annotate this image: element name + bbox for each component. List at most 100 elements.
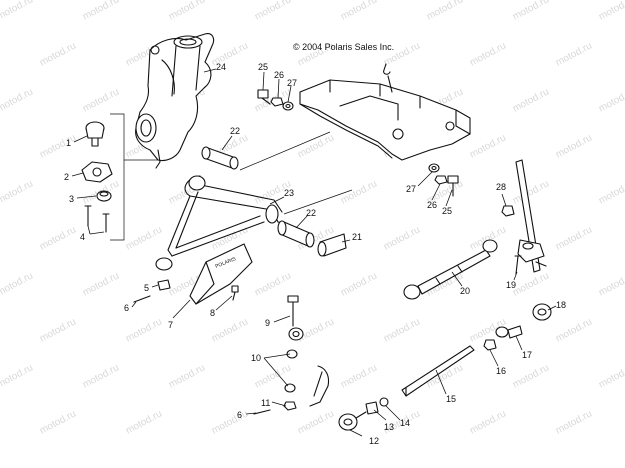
cotter-pin-upper bbox=[133, 295, 151, 303]
callout-6-lower: 6 bbox=[237, 410, 242, 420]
watermark-text: motod.ru bbox=[253, 0, 293, 23]
watermark-text: motod.ru bbox=[38, 408, 78, 436]
watermark-text: motod.ru bbox=[554, 40, 594, 68]
a-arm-bushing-lower bbox=[277, 220, 315, 248]
strut-bolt bbox=[287, 295, 299, 327]
a-arm-guard: POLARIS bbox=[189, 243, 253, 305]
callout-4: 4 bbox=[80, 232, 85, 242]
steering-rod bbox=[403, 239, 498, 300]
castle-nut bbox=[157, 279, 171, 291]
frame-bolt-lower bbox=[447, 175, 459, 197]
watermark-text: motod.ru bbox=[81, 362, 121, 390]
cotter-pin-lower bbox=[253, 409, 271, 415]
watermark-text: motod.ru bbox=[511, 0, 551, 23]
watermark-text: motod.ru bbox=[296, 132, 336, 160]
frame-washer-lower bbox=[428, 163, 440, 173]
callout-8: 8 bbox=[210, 308, 215, 318]
a-arm bbox=[155, 131, 353, 271]
watermark-text: motod.ru bbox=[38, 316, 78, 344]
callout-11: 11 bbox=[261, 398, 270, 408]
watermark-text: motod.ru bbox=[554, 132, 594, 160]
callout-27-upper: 27 bbox=[287, 78, 297, 88]
callout-7: 7 bbox=[168, 320, 173, 330]
watermark-text: motod.ru bbox=[554, 408, 594, 436]
watermark-text: motod.ru bbox=[468, 408, 508, 436]
guard-screw bbox=[231, 285, 239, 301]
watermark-text: motod.ru bbox=[81, 0, 121, 23]
copyright-text: © 2004 Polaris Sales Inc. bbox=[293, 42, 394, 52]
watermark-text: motod.ru bbox=[597, 86, 625, 114]
callout-28: 28 bbox=[496, 182, 506, 192]
watermark-text: motod.ru bbox=[382, 224, 422, 252]
a-arm-bushing-upper bbox=[201, 146, 239, 170]
watermark-text: motod.ru bbox=[468, 132, 508, 160]
leader-lines bbox=[71, 68, 557, 437]
watermark-text: motod.ru bbox=[81, 86, 121, 114]
callout-24: 24 bbox=[216, 62, 226, 72]
watermark-text: motod.ru bbox=[468, 40, 508, 68]
group-bracket bbox=[110, 113, 125, 241]
callout-18: 18 bbox=[556, 300, 566, 310]
callout-12: 12 bbox=[369, 436, 379, 446]
watermark-text: motod.ru bbox=[554, 224, 594, 252]
watermark-text: motod.ru bbox=[339, 270, 379, 298]
watermark-text: motod.ru bbox=[38, 40, 78, 68]
watermark-text: motod.ru bbox=[597, 270, 625, 298]
watermark-text: motod.ru bbox=[597, 362, 625, 390]
watermark-text: motod.ru bbox=[0, 270, 35, 298]
ball-joint-plate bbox=[81, 161, 113, 183]
callout-10: 10 bbox=[251, 353, 261, 363]
watermark-text: motod.ru bbox=[253, 270, 293, 298]
callout-27-lower: 27 bbox=[406, 184, 416, 194]
watermark-text: motod.ru bbox=[296, 408, 336, 436]
callout-6-upper: 6 bbox=[124, 303, 129, 313]
vehicle-frame bbox=[299, 63, 471, 161]
watermark-text: motod.ru bbox=[0, 178, 35, 206]
steering-knuckle bbox=[135, 33, 215, 169]
watermark-text: motod.ru bbox=[38, 224, 78, 252]
watermark-text: motod.ru bbox=[511, 362, 551, 390]
callout-21: 21 bbox=[352, 232, 362, 242]
watermark-text: motod.ru bbox=[597, 178, 625, 206]
watermark-text: motod.ru bbox=[339, 0, 379, 23]
watermark-text: motod.ru bbox=[597, 0, 625, 23]
watermark-text: motod.ru bbox=[0, 0, 35, 23]
watermark-text: motod.ru bbox=[382, 316, 422, 344]
strut-washer-lower bbox=[284, 383, 296, 393]
watermark-text: motod.ru bbox=[81, 270, 121, 298]
watermark-text: motod.ru bbox=[124, 408, 164, 436]
callout-22-lower: 22 bbox=[306, 208, 316, 218]
callout-13: 13 bbox=[384, 422, 394, 432]
callout-5: 5 bbox=[144, 283, 149, 293]
pivot-tube bbox=[317, 233, 347, 257]
ball-joint bbox=[85, 121, 105, 147]
frame-washer-upper bbox=[282, 101, 294, 111]
tie-rod-boot bbox=[532, 303, 552, 321]
callout-labels: 1 2 3 4 5 6 6 7 8 9 10 11 12 13 14 15 16… bbox=[64, 62, 566, 446]
callout-2: 2 bbox=[64, 172, 69, 182]
watermark-text: motod.ru bbox=[210, 316, 250, 344]
watermark-text: motod.ru bbox=[511, 178, 551, 206]
watermark-text: motod.ru bbox=[554, 316, 594, 344]
watermark-text: motod.ru bbox=[38, 132, 78, 160]
callout-19: 19 bbox=[506, 280, 516, 290]
steering-post-nut bbox=[501, 205, 515, 217]
watermark-text: motod.ru bbox=[0, 362, 35, 390]
strut-tab bbox=[309, 365, 330, 407]
strut-washer-upper bbox=[286, 349, 298, 359]
watermark-text: motod.ru bbox=[511, 86, 551, 114]
watermark-text: motod.ru bbox=[339, 362, 379, 390]
tie-rod-nut bbox=[483, 339, 497, 351]
tie-rod bbox=[401, 345, 475, 397]
frame-nut-lower bbox=[434, 175, 448, 185]
callout-25-lower: 25 bbox=[442, 206, 452, 216]
strut-bushing bbox=[288, 327, 304, 341]
watermark-text: motod.ru bbox=[425, 0, 465, 23]
callout-26-lower: 26 bbox=[427, 200, 437, 210]
watermark-text: motod.ru bbox=[124, 224, 164, 252]
mounting-bolts bbox=[84, 205, 110, 233]
tie-rod-end-upper bbox=[495, 325, 523, 339]
watermark-text: motod.ru bbox=[167, 362, 207, 390]
